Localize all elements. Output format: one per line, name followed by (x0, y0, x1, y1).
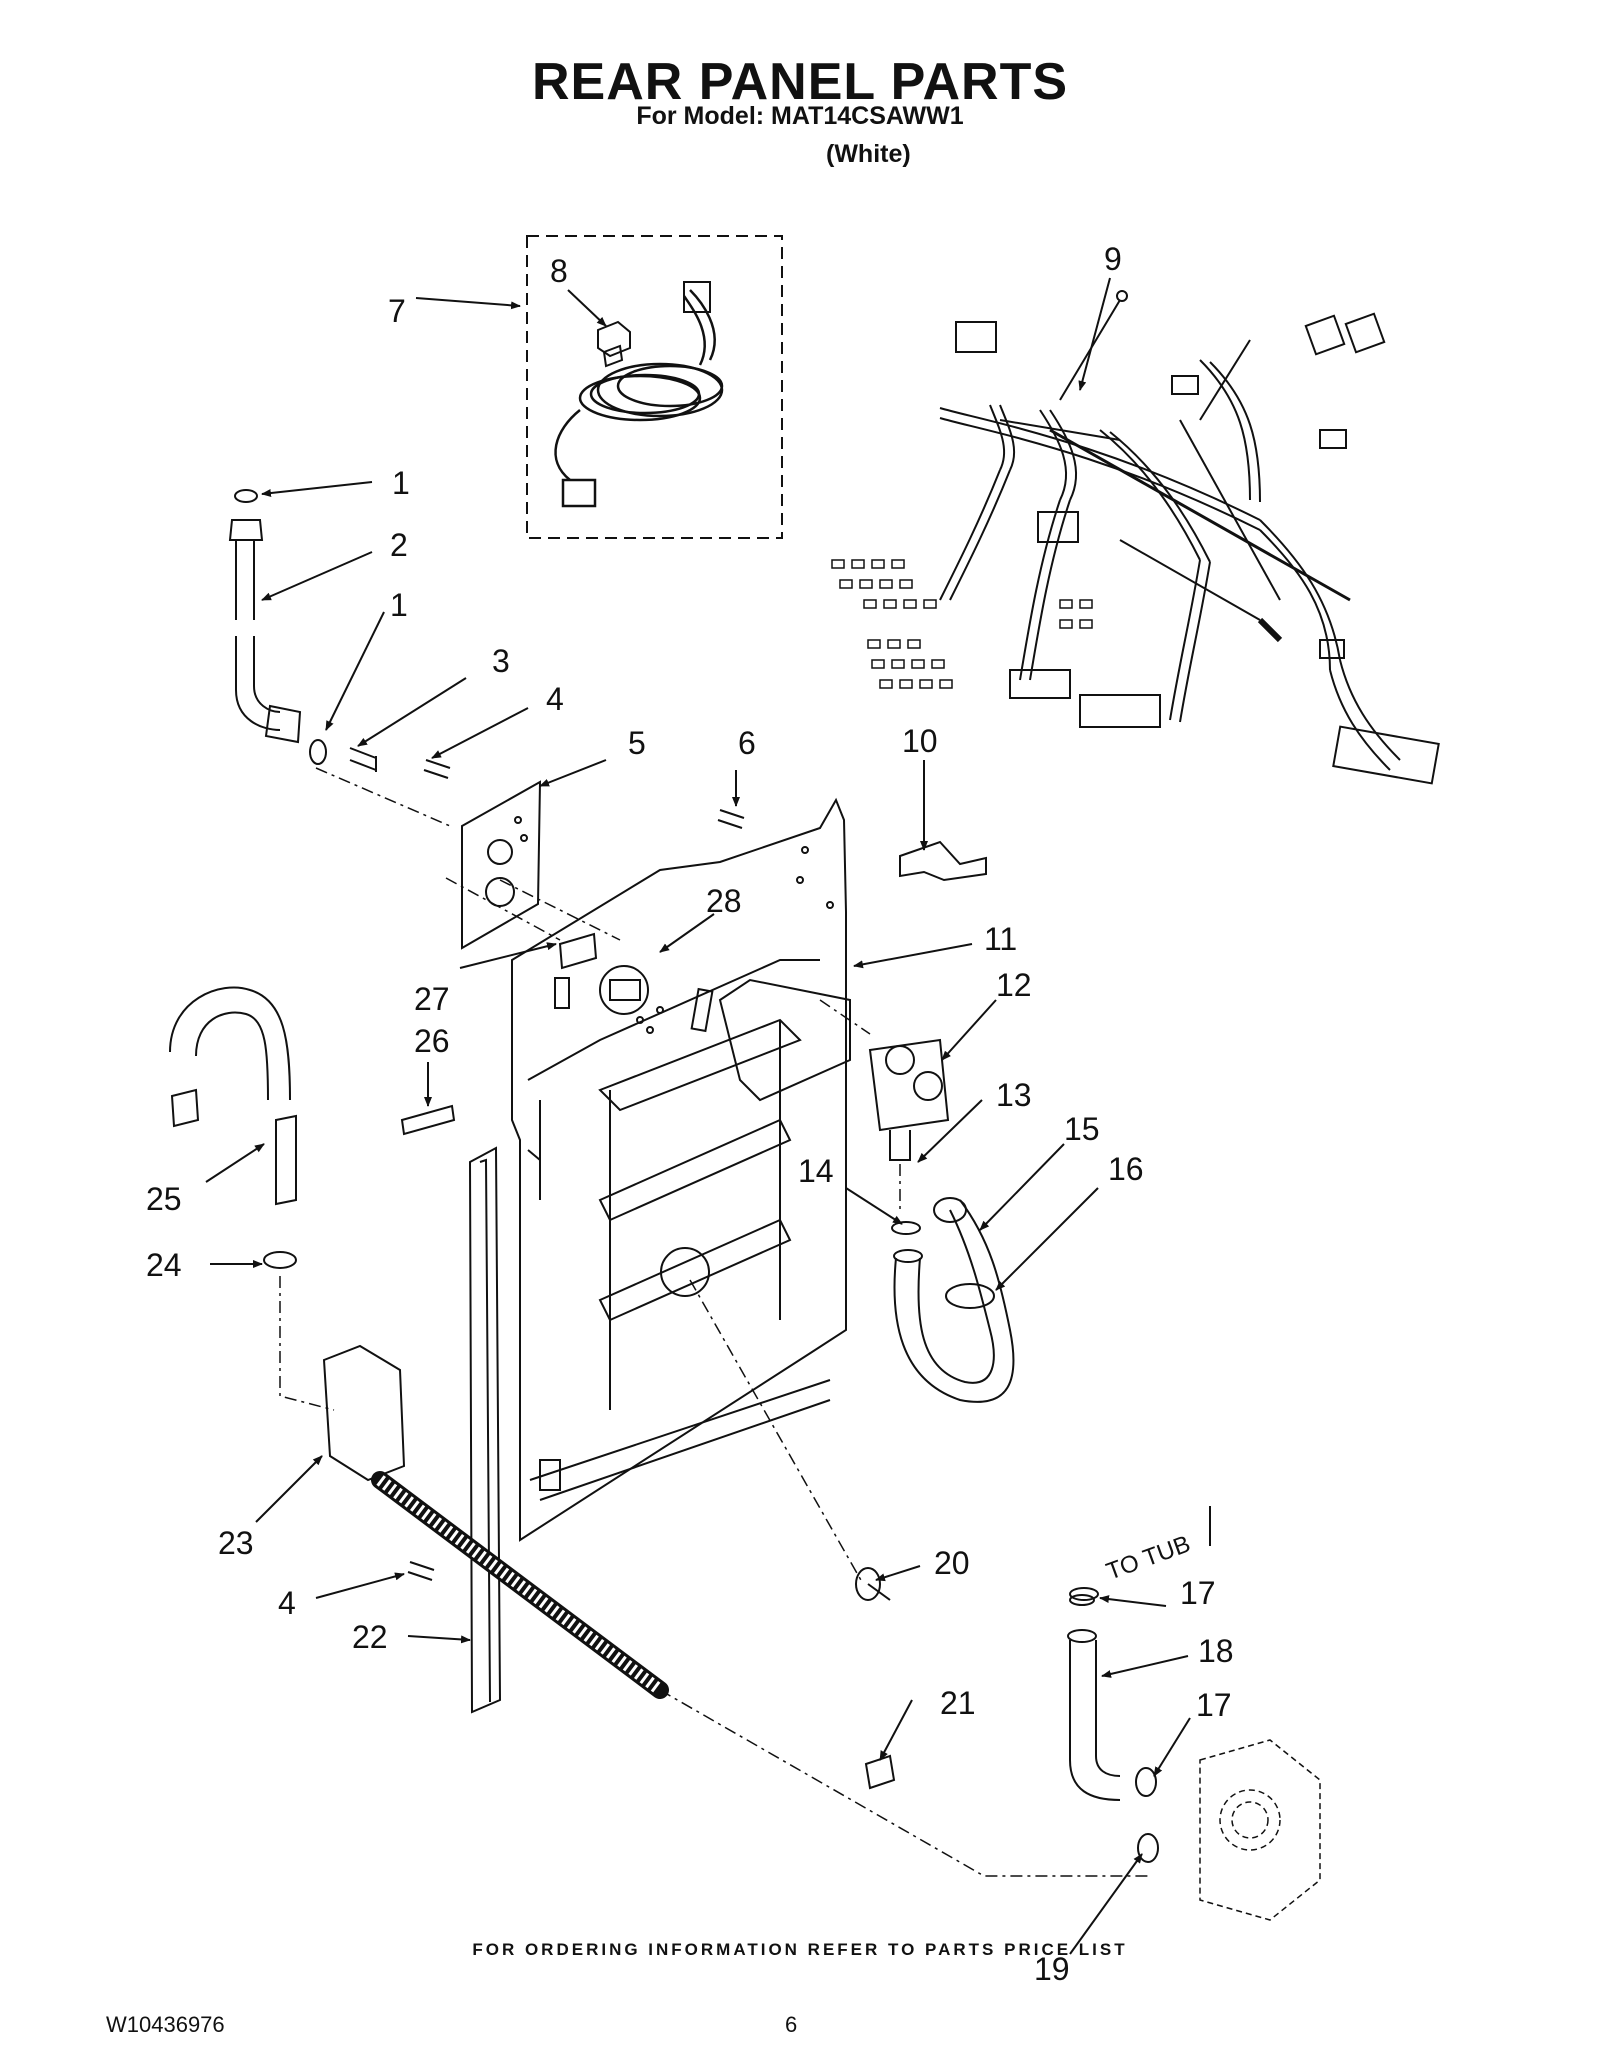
side-rail (468, 1146, 502, 1714)
harness-terminals (831, 559, 1093, 689)
callout-13: 13 (996, 1077, 1032, 1113)
page-number: 6 (785, 2012, 798, 2037)
callout-1-lower: 1 (390, 587, 408, 623)
cord-plug (683, 281, 711, 313)
callout-26: 26 (414, 1023, 450, 1059)
callout-7: 7 (388, 293, 406, 329)
inlet-hose-assembly (228, 489, 327, 765)
callout-28: 28 (706, 883, 742, 919)
rear-panel (511, 797, 851, 1542)
callout-2: 2 (390, 527, 408, 563)
callout-22: 22 (352, 1619, 388, 1655)
callout-24: 24 (146, 1247, 182, 1283)
callout-18: 18 (1198, 1633, 1234, 1669)
pump-outline (1199, 1739, 1321, 1921)
callout-17-top: 17 (1180, 1575, 1216, 1611)
drain-tube (322, 1344, 669, 1699)
cord-clamp-part (597, 320, 631, 368)
fasteners (349, 747, 745, 1581)
callout-5: 5 (628, 725, 646, 761)
power-cord-kit-group (526, 235, 783, 539)
standpipe (169, 986, 297, 1269)
callout-1-top: 1 (392, 465, 410, 501)
callout-4-lower: 4 (278, 1585, 296, 1621)
model-variant: (White) (826, 140, 911, 168)
wire-harness (831, 290, 1440, 785)
model-line: For Model: MAT14CSAWW1 (636, 102, 964, 130)
callout-9: 9 (1104, 241, 1122, 277)
callout-labels: 1 2 1 3 4 5 6 7 8 9 10 11 12 13 14 15 16… (146, 241, 1234, 1987)
strap-part-10 (899, 840, 987, 882)
washer-part-top (234, 489, 258, 503)
small-parts (400, 932, 1099, 1790)
callout-11: 11 (984, 921, 1017, 957)
callout-23: 23 (218, 1525, 254, 1561)
page-title: REAR PANEL PARTS (531, 53, 1069, 111)
callout-10: 10 (902, 723, 938, 759)
callout-15: 15 (1064, 1111, 1100, 1147)
ordering-note: FOR ORDERING INFORMATION REFER TO PARTS … (472, 1940, 1128, 1959)
callout-17-lower: 17 (1196, 1687, 1232, 1723)
assembly-lines (279, 767, 1150, 1877)
callout-20: 20 (934, 1545, 970, 1581)
callout-4-top: 4 (546, 681, 564, 717)
callout-21: 21 (940, 1685, 976, 1721)
callout-8: 8 (550, 253, 568, 289)
power-cord-coil (554, 289, 724, 508)
callout-3: 3 (492, 643, 510, 679)
callout-12: 12 (996, 967, 1032, 1003)
callout-14: 14 (798, 1153, 834, 1189)
fill-hose (893, 1197, 1015, 1403)
callout-27: 27 (414, 981, 450, 1017)
bracket-part-5 (461, 780, 542, 950)
callout-19: 19 (1034, 1951, 1070, 1987)
document-number: W10436976 (106, 2012, 225, 2037)
water-valve (868, 1038, 950, 1161)
callout-25: 25 (146, 1181, 182, 1217)
leader-arrows (205, 277, 1211, 1955)
drain-hose (1067, 1594, 1159, 1863)
power-cord-kit-dashed-box (526, 235, 783, 539)
callout-6: 6 (738, 725, 756, 761)
callout-16: 16 (1108, 1151, 1144, 1187)
